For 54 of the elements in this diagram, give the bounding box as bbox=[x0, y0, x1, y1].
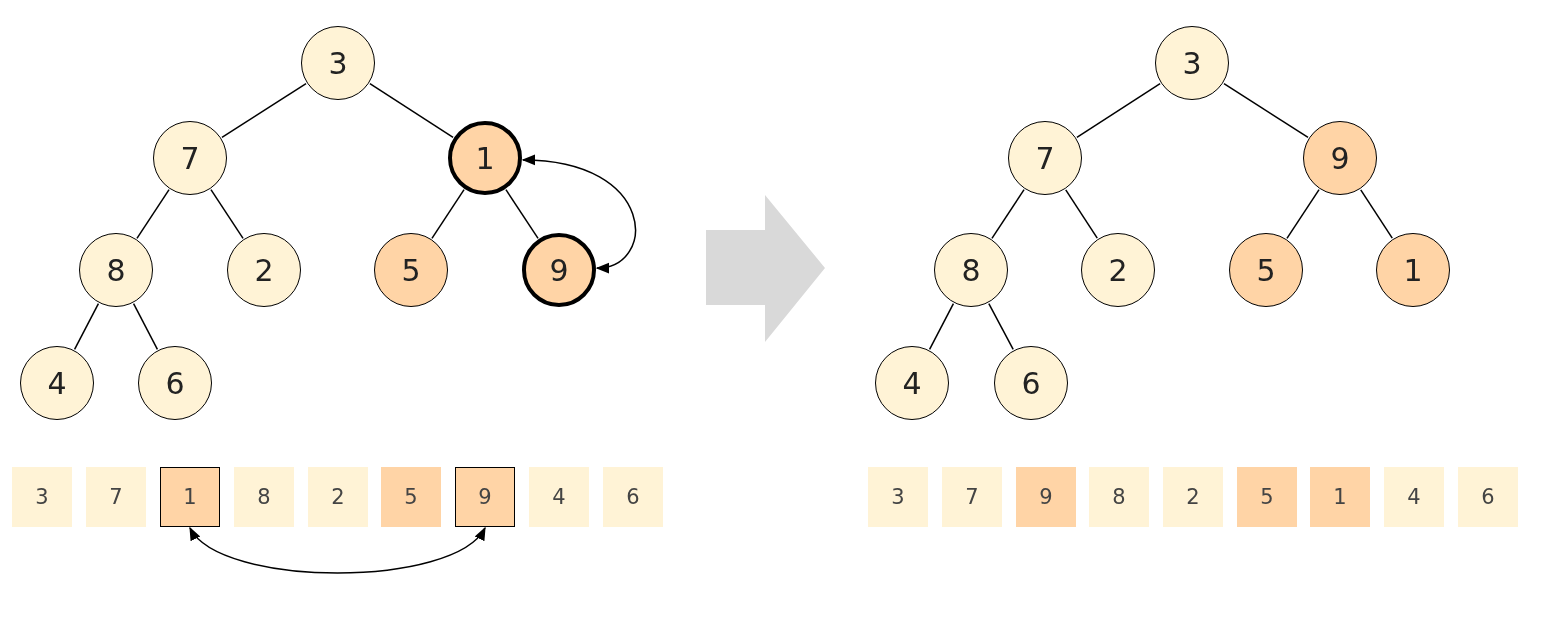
tree-edge bbox=[73, 302, 100, 351]
tree-node: 7 bbox=[153, 121, 227, 195]
tree-edge bbox=[369, 82, 454, 139]
tree-edge bbox=[988, 302, 1014, 351]
tree-node: 1 bbox=[1376, 233, 1450, 307]
array-cell: 2 bbox=[308, 467, 368, 527]
array-cell: 7 bbox=[942, 467, 1002, 527]
tree-edge bbox=[1065, 189, 1098, 239]
array-cell: 4 bbox=[1384, 467, 1444, 527]
tree-edge bbox=[1360, 189, 1393, 239]
tree-node: 8 bbox=[79, 233, 153, 307]
array-cell: 7 bbox=[86, 467, 146, 527]
tree-node: 3 bbox=[1155, 26, 1229, 100]
array-cell: 3 bbox=[12, 467, 72, 527]
tree-edge bbox=[132, 302, 159, 351]
tree-node: 1 bbox=[448, 121, 522, 195]
tree-node: 3 bbox=[301, 26, 375, 100]
array-cell: 6 bbox=[603, 467, 663, 527]
tree-node: 2 bbox=[1081, 233, 1155, 307]
array-cell: 2 bbox=[1163, 467, 1223, 527]
tree-node: 5 bbox=[1229, 233, 1303, 307]
array-cell: 1 bbox=[1310, 467, 1370, 527]
tree-node: 7 bbox=[1008, 121, 1082, 195]
array-cell: 8 bbox=[1089, 467, 1149, 527]
array-cell: 1 bbox=[160, 467, 220, 527]
tree-edge bbox=[221, 82, 307, 139]
tree-edge bbox=[505, 188, 539, 240]
tree-edge bbox=[431, 188, 465, 240]
swap-arrow bbox=[521, 155, 637, 272]
tree-edge bbox=[210, 188, 244, 240]
tree-edge bbox=[928, 302, 955, 351]
tree-node: 6 bbox=[138, 346, 212, 420]
tree-node: 4 bbox=[875, 346, 949, 420]
array-cell: 5 bbox=[381, 467, 441, 527]
tree-edge bbox=[1223, 82, 1309, 139]
array-cell: 9 bbox=[455, 467, 515, 527]
array-cell: 5 bbox=[1237, 467, 1297, 527]
tree-edge bbox=[1076, 82, 1161, 139]
array-cell: 9 bbox=[1016, 467, 1076, 527]
tree-node: 9 bbox=[1303, 121, 1377, 195]
swap-arrow bbox=[189, 526, 486, 574]
tree-node: 9 bbox=[522, 233, 596, 307]
array-cell: 8 bbox=[234, 467, 294, 527]
array-cell: 3 bbox=[868, 467, 928, 527]
tree-node: 6 bbox=[994, 346, 1068, 420]
tree-node: 8 bbox=[934, 233, 1008, 307]
tree-edge bbox=[1286, 188, 1320, 240]
tree-edge bbox=[136, 188, 170, 240]
array-cell: 4 bbox=[529, 467, 589, 527]
tree-node: 5 bbox=[374, 233, 448, 307]
tree-node: 4 bbox=[20, 346, 94, 420]
tree-edge bbox=[991, 188, 1025, 240]
tree-node: 2 bbox=[227, 233, 301, 307]
array-cell: 6 bbox=[1458, 467, 1518, 527]
